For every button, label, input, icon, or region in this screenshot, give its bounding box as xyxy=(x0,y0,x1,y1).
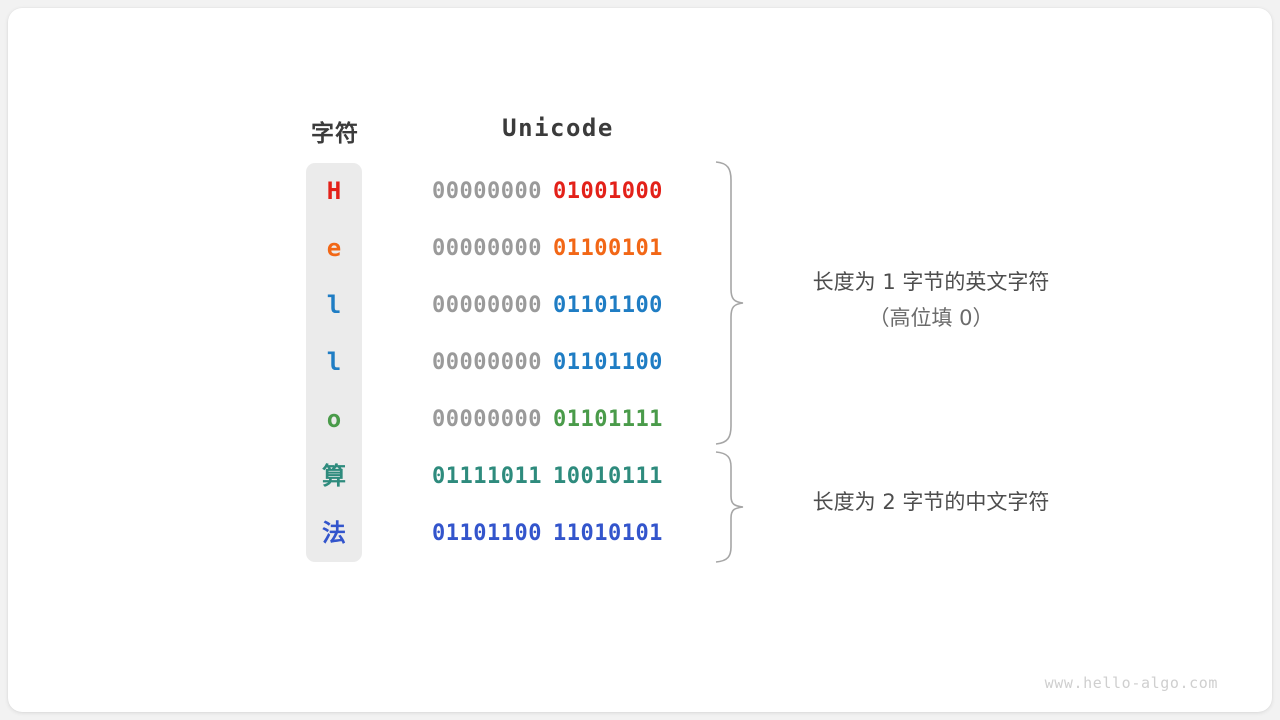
binary-low-byte: 01101100 xyxy=(552,350,663,375)
binary-low-byte: 01100101 xyxy=(552,236,663,261)
binary-high-byte: 00000000 xyxy=(432,236,542,261)
binary-row: 00000000 01101100 xyxy=(432,277,684,334)
binary-high-byte: 00000000 xyxy=(432,179,542,204)
binary-row: 00000000 01001000 xyxy=(432,163,684,220)
annotation-two-byte-line1: 长度为 2 字节的中文字符 xyxy=(812,490,1050,514)
character-column xyxy=(306,163,362,562)
binary-low-byte: 10010111 xyxy=(552,464,663,489)
column-header-character: 字符 xyxy=(311,121,359,147)
annotation-two-byte: 长度为 2 字节的中文字符 xyxy=(756,484,1106,520)
annotation-one-byte-line1: 长度为 1 字节的英文字符 xyxy=(812,270,1050,294)
column-header-unicode: Unicode xyxy=(502,114,614,142)
brace-two-byte xyxy=(715,451,744,563)
character-cell: o xyxy=(326,405,342,433)
character-cell: H xyxy=(326,177,342,205)
binary-high-byte: 00000000 xyxy=(432,293,542,318)
character-cell: 法 xyxy=(322,519,346,547)
brace-one-byte xyxy=(715,161,744,445)
binary-row: 01101100 11010101 xyxy=(432,505,684,562)
annotation-one-byte-line2: （高位填 0） xyxy=(868,306,994,330)
watermark-url: www.hello-algo.com xyxy=(1044,674,1218,692)
binary-low-byte: 01101111 xyxy=(552,407,663,432)
binary-low-byte: 01101100 xyxy=(552,293,663,318)
binary-high-byte: 01111011 xyxy=(432,464,542,489)
character-cell: 算 xyxy=(322,462,346,490)
binary-row: 00000000 01101111 xyxy=(432,391,684,448)
figure-card xyxy=(8,8,1272,712)
character-cell: e xyxy=(326,234,342,262)
binary-row: 00000000 01101100 xyxy=(432,334,684,391)
character-cell: l xyxy=(326,291,342,319)
binary-low-byte: 01001000 xyxy=(552,179,663,204)
binary-row: 01111011 10010111 xyxy=(432,448,684,505)
binary-high-byte: 00000000 xyxy=(432,407,542,432)
binary-low-byte: 11010101 xyxy=(552,521,663,546)
binary-row: 00000000 01100101 xyxy=(432,220,684,277)
binary-high-byte: 00000000 xyxy=(432,350,542,375)
annotation-one-byte: 长度为 1 字节的英文字符 （高位填 0） xyxy=(756,264,1106,336)
binary-high-byte: 01101100 xyxy=(432,521,542,546)
character-cell: l xyxy=(326,348,342,376)
